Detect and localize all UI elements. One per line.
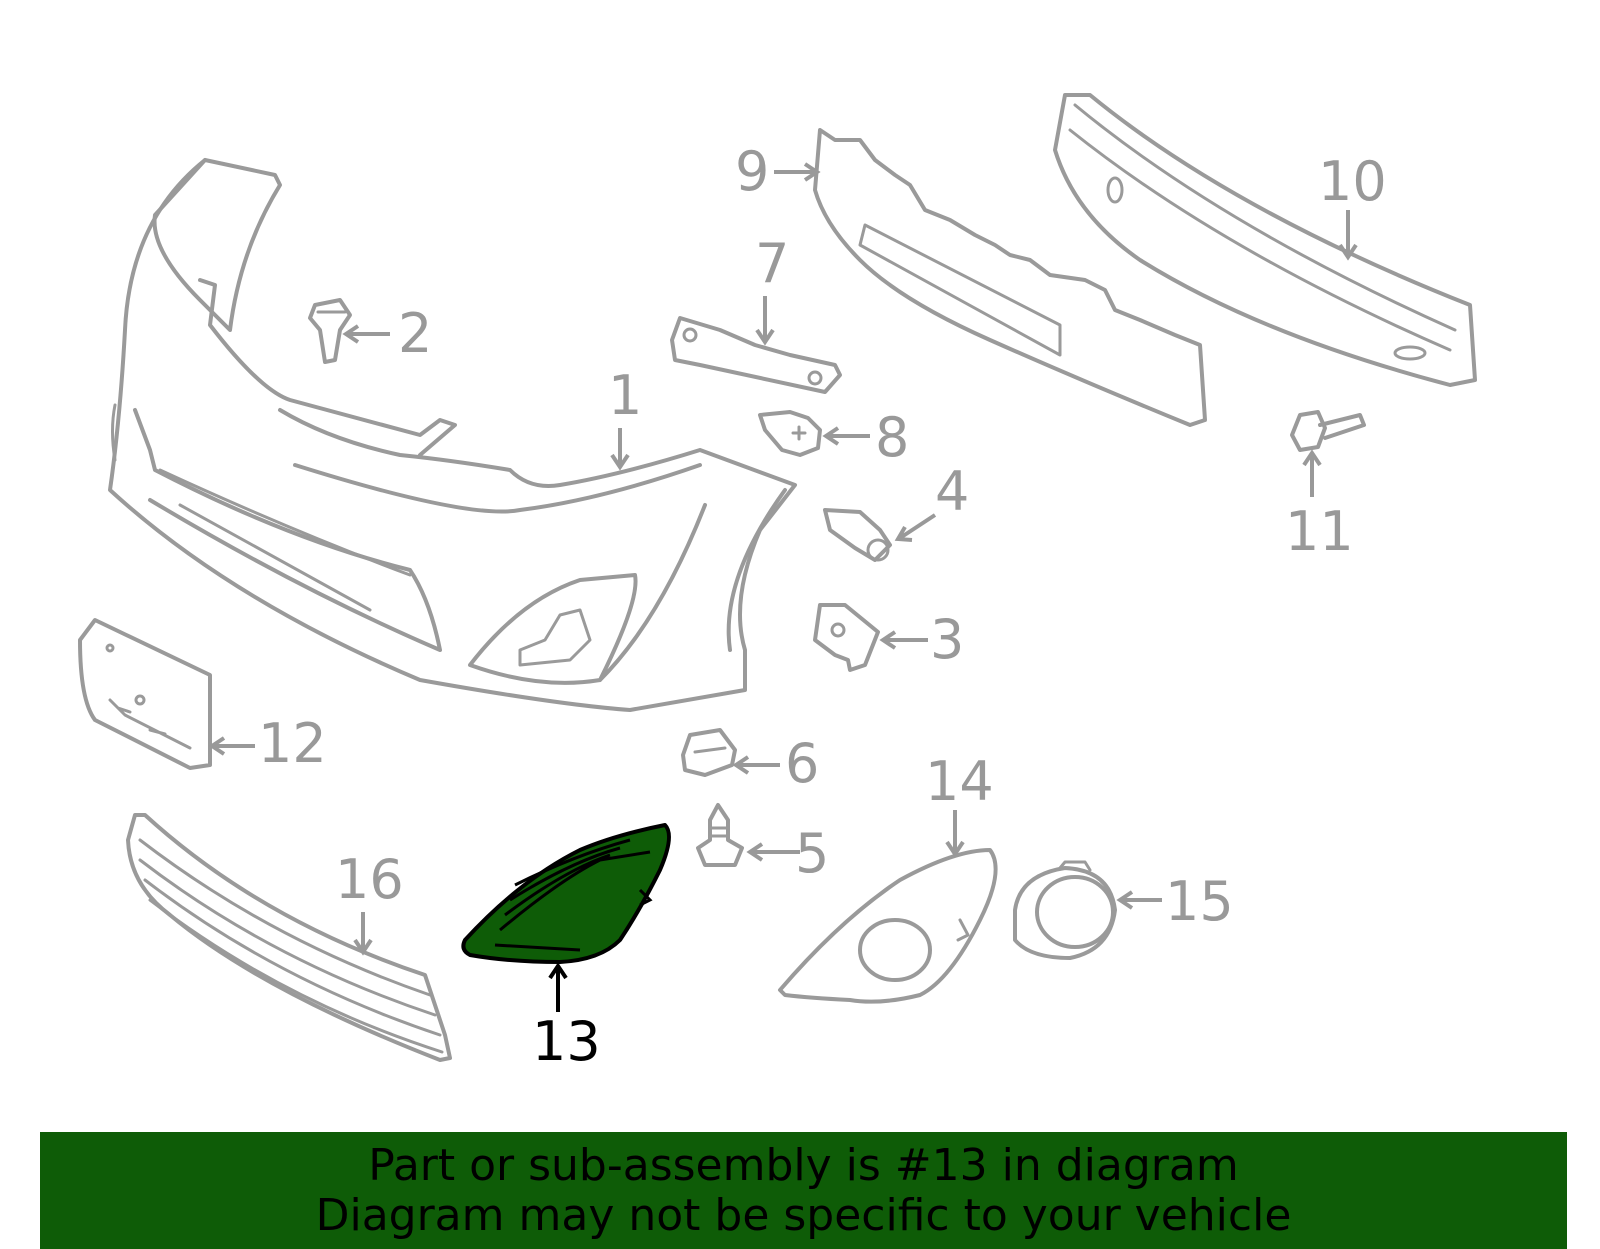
- callout-12: 12: [258, 712, 327, 775]
- info-banner: Part or sub-assembly is #13 in diagram D…: [40, 1132, 1567, 1249]
- callout-15: 15: [1165, 870, 1234, 933]
- part-4-clip[interactable]: [823, 508, 892, 562]
- part-13-fog-bezel-highlighted[interactable]: [461, 823, 671, 964]
- part-12-license-bracket[interactable]: [78, 618, 212, 770]
- callout-5: 5: [795, 822, 829, 885]
- callout-9: 9: [735, 140, 769, 203]
- part-16-lower-grille[interactable]: [126, 813, 452, 1062]
- callout-16: 16: [335, 848, 404, 911]
- part-3-bracket[interactable]: [813, 603, 880, 672]
- part-7-bracket[interactable]: [670, 316, 842, 394]
- callout-11: 11: [1285, 500, 1354, 563]
- callout-3: 3: [930, 608, 964, 671]
- banner-line-part-number: Part or sub-assembly is #13 in diagram: [368, 1139, 1239, 1191]
- part-2-clip[interactable]: [308, 298, 352, 364]
- part-5-bolt[interactable]: [696, 803, 744, 867]
- callout-arrows: [208, 162, 1358, 1012]
- banner-line-disclaimer: Diagram may not be specific to your vehi…: [315, 1189, 1292, 1241]
- callout-10: 10: [1318, 150, 1387, 213]
- callout-4: 4: [935, 460, 969, 523]
- callout-13: 13: [532, 1010, 601, 1073]
- callout-1: 1: [608, 364, 642, 427]
- part-9-absorber[interactable]: [813, 128, 1207, 427]
- part-14-fog-cover[interactable]: [778, 848, 998, 1004]
- part-15-fog-ring[interactable]: [1013, 860, 1117, 960]
- part-11-bolt[interactable]: [1290, 410, 1366, 452]
- part-8-screw[interactable]: [758, 410, 822, 457]
- part-10-reinforcement[interactable]: [1053, 93, 1477, 387]
- callout-8: 8: [875, 406, 909, 469]
- part-6-retainer[interactable]: [681, 728, 737, 777]
- part-1-bumper-cover[interactable]: [108, 158, 797, 712]
- callout-14: 14: [925, 750, 994, 813]
- callout-6: 6: [785, 732, 819, 795]
- callout-labels: 1 2 3 4 5 6 7 8 9 10 11 12 13 14 15 16: [258, 140, 1387, 1073]
- callout-7: 7: [755, 232, 789, 295]
- callout-2: 2: [398, 302, 432, 365]
